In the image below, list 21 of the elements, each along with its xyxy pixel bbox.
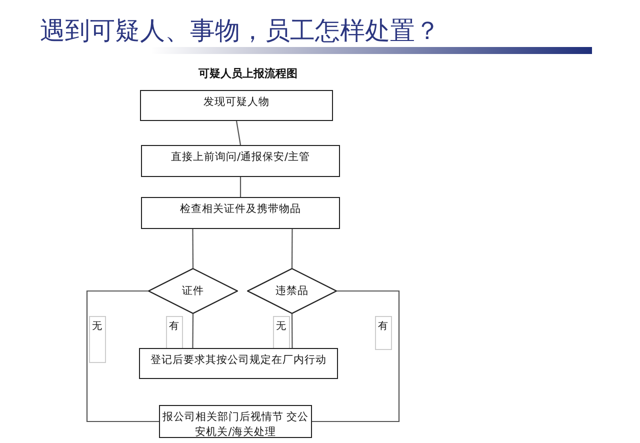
edge-label: 有 <box>375 316 392 350</box>
connector-line <box>291 229 293 268</box>
decision-diamond: 违禁品 <box>247 268 337 314</box>
process-box: 检查相关证件及携带物品 <box>141 197 340 229</box>
connector-line <box>192 314 194 348</box>
connector-line <box>236 120 242 146</box>
edge-label: 有 <box>166 316 183 350</box>
process-box: 发现可疑人物 <box>140 90 333 121</box>
chart-subtitle: 可疑人员上报流程图 <box>198 66 298 81</box>
process-box: 直接上前询问/通报保安/主管 <box>141 145 340 177</box>
process-box: 登记后要求其按公司规定在厂内行动 <box>139 348 338 379</box>
edge-label: 无 <box>89 316 106 363</box>
connector-line <box>86 290 159 422</box>
process-box: 报公司相关部门后视情节 交公安机关/海关处理 <box>159 405 312 438</box>
connector-line <box>240 177 242 197</box>
connector-line <box>192 229 194 268</box>
page-title: 遇到可疑人、事物，员工怎样处置？ <box>40 17 440 47</box>
connector-line <box>312 290 400 422</box>
connector-line <box>291 314 293 348</box>
edge-label: 无 <box>273 316 290 350</box>
decision-diamond: 证件 <box>148 268 238 314</box>
